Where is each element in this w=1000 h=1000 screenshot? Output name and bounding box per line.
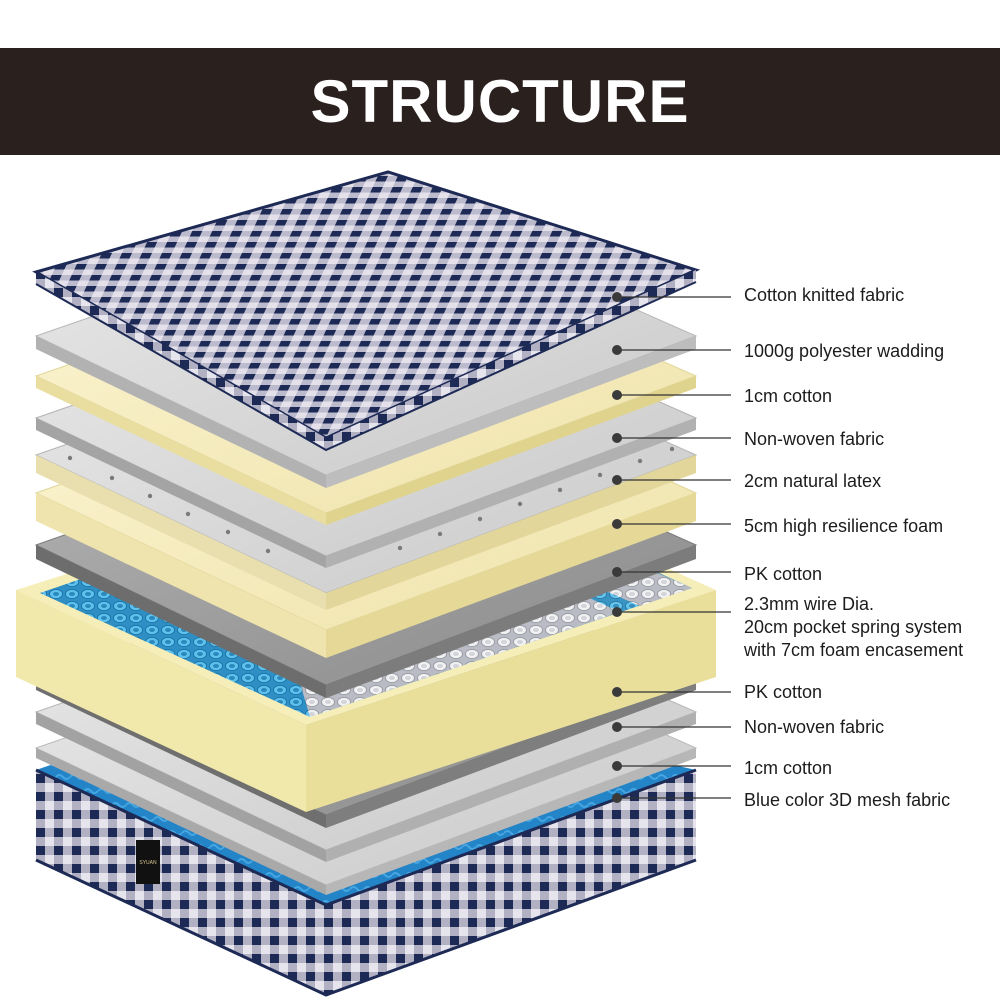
leader-dot xyxy=(612,475,622,485)
leader-dot xyxy=(612,722,622,732)
callout-high-resilience-foam: 5cm high resilience foam xyxy=(744,516,944,536)
title-bar xyxy=(0,48,1000,155)
callout-non-woven-fabric-bottom: Non-woven fabric xyxy=(744,717,885,737)
callout-polyester-wadding: 1000g polyester wadding xyxy=(744,341,945,361)
callout-non-woven-fabric-top: Non-woven fabric xyxy=(744,429,885,449)
callout-pk-cotton-bottom: PK cotton xyxy=(744,682,823,702)
layer-cotton-knitted-fabric xyxy=(32,170,701,452)
callout-natural-latex: 2cm natural latex xyxy=(744,471,882,491)
callout-pocket-spring-system: 2.3mm wire Dia. 20cm pocket spring syste… xyxy=(744,594,964,660)
leader-dot xyxy=(612,567,622,577)
leader-dot xyxy=(612,519,622,529)
callout-pk-cotton-top: PK cotton xyxy=(744,564,823,584)
leader-dot xyxy=(612,390,622,400)
callout-1cm-cotton-top: 1cm cotton xyxy=(744,386,833,406)
leader-dot xyxy=(612,433,622,443)
callout-cotton-knitted-fabric: Cotton knitted fabric xyxy=(744,285,905,305)
brand-label-text: SYUAN xyxy=(139,860,157,866)
latex-pinholes xyxy=(67,446,675,554)
leader-dot xyxy=(612,292,622,302)
callout-1cm-cotton-bottom: 1cm cotton xyxy=(744,758,833,778)
callout-3d-mesh-fabric: Blue color 3D mesh fabric xyxy=(744,790,951,810)
leader-dot xyxy=(612,607,622,617)
leader-dot xyxy=(612,345,622,355)
brand-label-tag xyxy=(136,840,160,884)
leader-dot xyxy=(612,687,622,697)
leader-dot xyxy=(612,761,622,771)
leader-dot xyxy=(612,793,622,803)
page-title: STRUCTURE xyxy=(310,68,690,135)
